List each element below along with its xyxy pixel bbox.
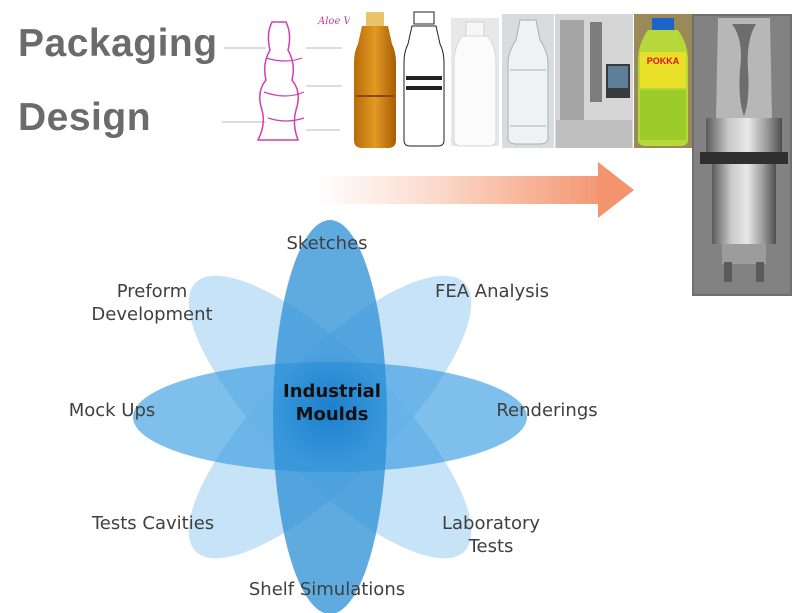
lab-machine-image	[555, 14, 633, 148]
label-renderings: Renderings	[496, 400, 598, 421]
label-laboratory-tests: Laboratory Tests	[441, 513, 541, 557]
sketch-image: Aloe Vera	[218, 12, 367, 147]
label-fea-analysis: FEA Analysis	[435, 281, 549, 302]
juice-bottle-image	[350, 12, 400, 150]
clear-bottle-image	[502, 14, 554, 148]
title-design: Design	[18, 96, 152, 139]
label-mock-ups: Mock Ups	[68, 400, 156, 421]
center-label-industrial-moulds: Industrial Moulds	[283, 381, 381, 425]
label-sketches: Sketches	[286, 233, 368, 254]
bottle-drawing-image	[400, 11, 450, 150]
center-glow	[272, 352, 388, 468]
label-shelf-simulations: Shelf Simulations	[248, 579, 406, 600]
mould-image	[692, 14, 792, 296]
label-tests-cavities: Tests Cavities	[91, 513, 215, 534]
sketch-label: Aloe Vera	[317, 16, 367, 27]
title-packaging: Packaging	[18, 22, 218, 65]
white-bottle-image	[451, 18, 499, 147]
flower-diagram	[133, 220, 527, 613]
pokka-brand-label: POKKA	[647, 56, 680, 66]
process-arrow	[316, 162, 634, 218]
label-preform-development: Preform Development	[91, 281, 213, 325]
pokka-bottle-image: POKKA	[634, 14, 692, 148]
